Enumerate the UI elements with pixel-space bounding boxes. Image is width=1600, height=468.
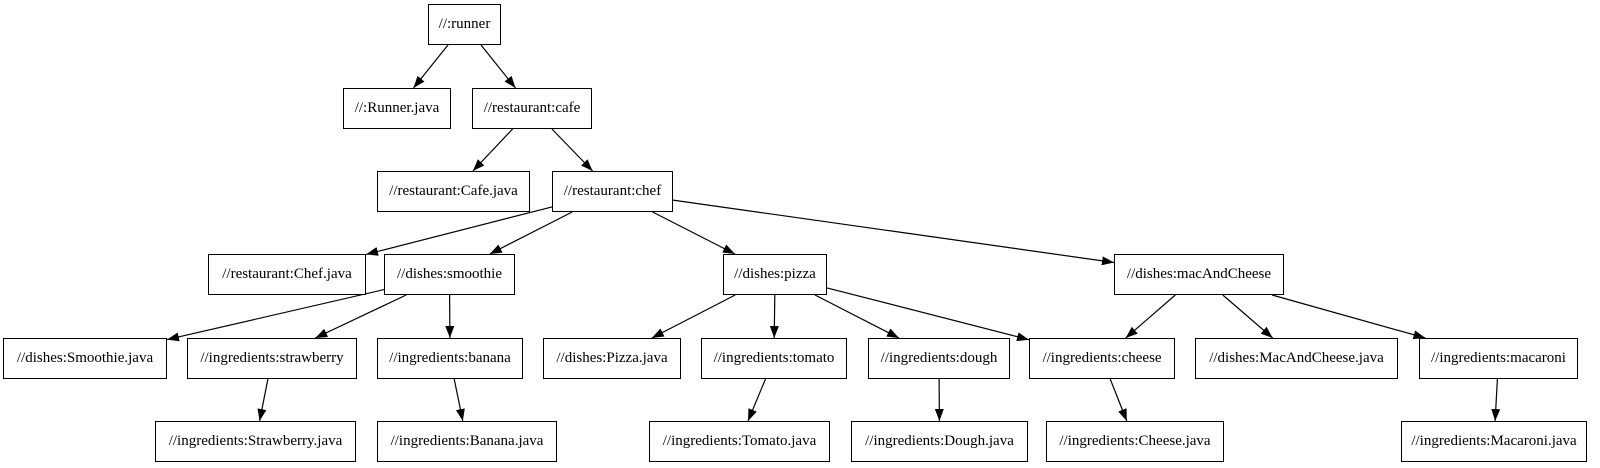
edge-pizza-to-pizza-java — [651, 294, 736, 339]
graph-node-smoothie: //dishes:smoothie — [384, 254, 515, 295]
graph-node-banana-java: //ingredients:Banana.java — [377, 421, 557, 462]
graph-node-pizza: //dishes:pizza — [723, 254, 827, 295]
graph-node-mac-and-cheese-java: //dishes:MacAndCheese.java — [1195, 338, 1398, 379]
edge-strawberry-to-strawberry-java — [257, 378, 269, 422]
edge-runner-to-cafe — [480, 44, 516, 89]
graph-node-cheese-java: //ingredients:Cheese.java — [1046, 421, 1224, 462]
graph-node-runner-java: //:Runner.java — [343, 88, 451, 129]
graph-node-cheese: //ingredients:cheese — [1029, 338, 1175, 379]
graph-node-label: //:Runner.java — [354, 100, 440, 116]
graph-node-label: //ingredients:tomato — [713, 350, 835, 366]
graph-node-label: //ingredients:Cheese.java — [1059, 433, 1211, 449]
edge-cafe-to-cafe-java — [472, 128, 514, 172]
graph-node-label: //ingredients:Dough.java — [865, 433, 1014, 449]
edge-cafe-to-chef — [551, 128, 594, 172]
graph-node-label: //ingredients:Tomato.java — [662, 433, 817, 449]
graph-node-cafe: //restaurant:cafe — [472, 88, 592, 129]
edge-banana-to-banana-java — [453, 378, 465, 422]
graph-node-label: //restaurant:cafe — [483, 100, 581, 116]
graph-node-label: //ingredients:Macaroni.java — [1411, 433, 1577, 449]
edge-chef-to-chef-java — [365, 206, 553, 256]
graph-node-label: //dishes:pizza — [734, 266, 816, 282]
graph-node-label: //dishes:Smoothie.java — [16, 350, 154, 366]
graph-node-label: //ingredients:Strawberry.java — [168, 433, 343, 449]
edge-mac-and-cheese-to-mac-and-cheese-java — [1222, 294, 1274, 339]
edge-pizza-to-cheese — [826, 287, 1030, 342]
edge-pizza-to-dough — [814, 294, 900, 339]
graph-node-macaroni: //ingredients:macaroni — [1419, 338, 1578, 379]
graph-node-label: //ingredients:dough — [880, 350, 998, 366]
graph-node-pizza-java: //dishes:Pizza.java — [543, 338, 681, 379]
edge-macaroni-to-macaroni-java — [1491, 378, 1501, 422]
edge-chef-to-mac-and-cheese — [672, 199, 1115, 266]
graph-node-banana: //ingredients:banana — [377, 338, 523, 379]
graph-node-cafe-java: //restaurant:Cafe.java — [377, 171, 530, 212]
graph-node-label: //ingredients:Banana.java — [390, 433, 544, 449]
graph-node-label: //dishes:Pizza.java — [556, 350, 668, 366]
edge-chef-to-smoothie — [489, 211, 573, 255]
graph-node-strawberry-java: //ingredients:Strawberry.java — [155, 421, 356, 462]
graph-node-macaroni-java: //ingredients:Macaroni.java — [1401, 421, 1587, 462]
graph-node-label: //ingredients:cheese — [1042, 350, 1162, 366]
graph-node-label: //dishes:MacAndCheese.java — [1209, 350, 1384, 366]
graph-node-label: //restaurant:Cafe.java — [389, 183, 518, 199]
graph-node-chef: //restaurant:chef — [552, 171, 673, 212]
graph-node-chef-java: //restaurant:Chef.java — [208, 254, 366, 295]
edge-pizza-to-tomato — [769, 294, 779, 339]
edge-mac-and-cheese-to-cheese — [1125, 294, 1176, 339]
edges-group — [166, 44, 1501, 422]
graph-node-dough-java: //ingredients:Dough.java — [851, 421, 1028, 462]
graph-node-dough: //ingredients:dough — [868, 338, 1010, 379]
edge-mac-and-cheese-to-macaroni — [1271, 294, 1426, 340]
graph-node-label: //restaurant:chef — [563, 183, 662, 199]
edge-cheese-to-cheese-java — [1109, 378, 1128, 422]
graph-node-label: //:runner — [438, 16, 491, 32]
graph-node-label: //dishes:macAndCheese — [1126, 266, 1272, 282]
graph-node-tomato: //ingredients:tomato — [701, 338, 847, 379]
graph-node-runner: //:runner — [428, 4, 501, 45]
graph-node-label: //dishes:smoothie — [397, 266, 502, 282]
graph-node-label: //ingredients:strawberry — [200, 350, 344, 366]
graph-node-label: //ingredients:banana — [389, 350, 511, 366]
edge-tomato-to-tomato-java — [747, 378, 767, 422]
graph-node-tomato-java: //ingredients:Tomato.java — [649, 421, 830, 462]
edge-chef-to-pizza — [652, 211, 736, 255]
edge-smoothie-to-smoothie-java — [166, 289, 385, 342]
graph-node-strawberry: //ingredients:strawberry — [187, 338, 357, 379]
graph-node-smoothie-java: //dishes:Smoothie.java — [3, 338, 167, 379]
graph-node-label: //ingredients:macaroni — [1431, 350, 1566, 366]
graph-node-mac-and-cheese: //dishes:macAndCheese — [1114, 254, 1284, 295]
edge-smoothie-to-strawberry — [315, 294, 407, 339]
graph-node-label: //restaurant:Chef.java — [222, 266, 352, 282]
edge-runner-to-runner-java — [413, 44, 449, 89]
